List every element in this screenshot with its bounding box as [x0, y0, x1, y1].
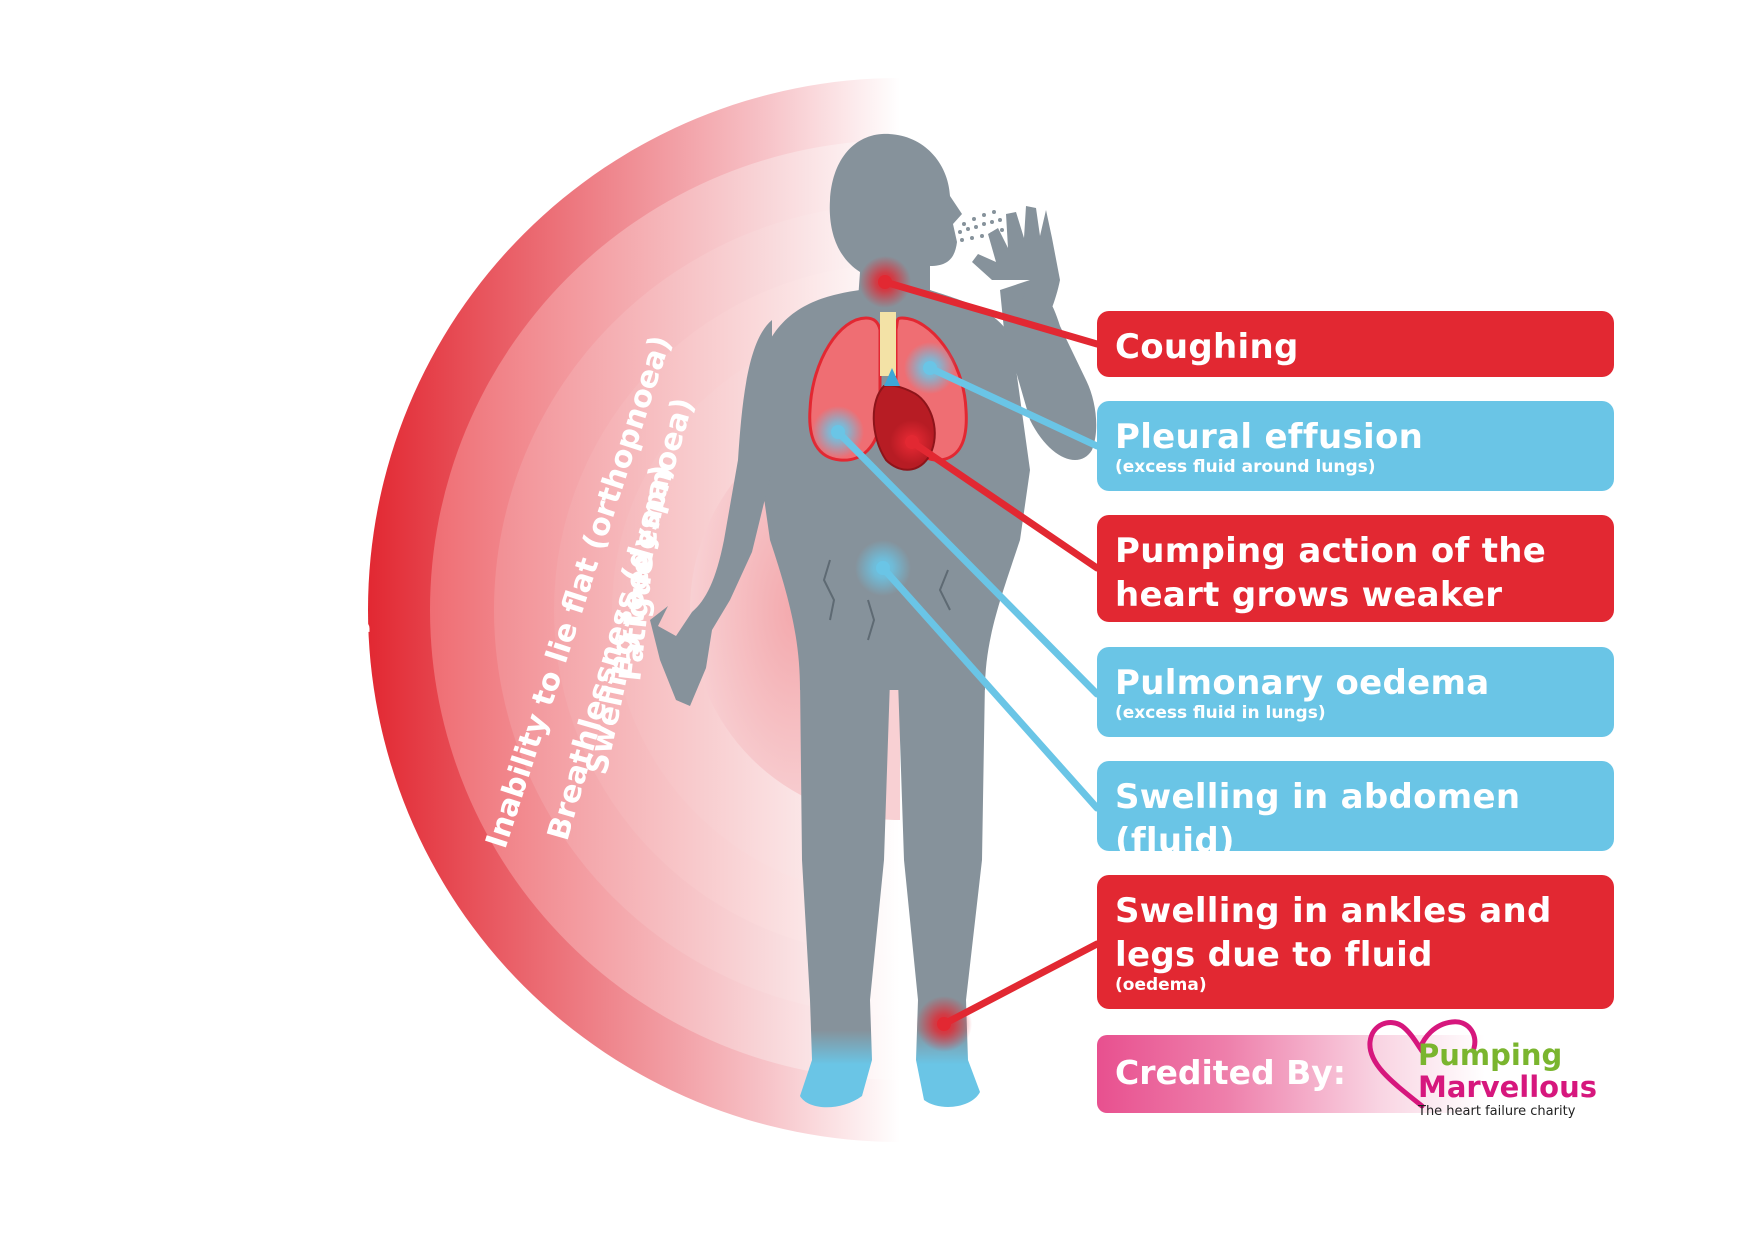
callout-subtitle: (excess fluid around lungs) [1115, 457, 1376, 477]
connector-pleural [926, 364, 1101, 450]
connector-lines [834, 278, 1101, 1028]
connector-abdomen [879, 564, 1101, 812]
hotspots [812, 256, 972, 1052]
pumping-marvellous-logo: Pumping Marvellous The heart failure cha… [1362, 1012, 1602, 1122]
callout-subtitle: (oedema) [1115, 975, 1207, 995]
callout-title: Pumping action of the heart grows weaker [1115, 531, 1547, 615]
connector-coughing [881, 278, 1101, 348]
callout-title: Pleural effusion [1115, 417, 1424, 457]
trachea [880, 312, 896, 376]
connector-pulmonary [834, 428, 1101, 698]
abdomen-veins [822, 559, 951, 641]
cough-droplets [958, 210, 1004, 242]
logo-word-marvellous: Marvellous [1418, 1070, 1598, 1104]
head [829, 133, 962, 300]
callout-heart-weaker: Pumping action of the heart grows weaker [1097, 515, 1614, 622]
credit-label: Credited By: [1115, 1053, 1346, 1092]
heart-vessel [884, 368, 900, 386]
raised-hand [972, 206, 1060, 332]
callout-title: Swelling in ankles and legs due to fluid [1115, 891, 1552, 975]
connector-heart [908, 438, 1101, 572]
callout-title: Pulmonary oedema [1115, 663, 1490, 703]
callout-abdomen-swelling: Swelling in abdomen (fluid) (ascites) [1097, 761, 1614, 881]
left-leg [800, 680, 890, 1108]
right-leg [898, 680, 985, 1107]
callout-ankle-swelling: Swelling in ankles and legs due to fluid… [1097, 875, 1614, 1009]
ring-label-main-symptoms: Main symptoms [331, 458, 371, 760]
callout-pleural-effusion: Pleural effusion (excess fluid around lu… [1097, 401, 1614, 491]
heart-outline-icon [1367, 1019, 1478, 1109]
callout-title: Swelling in abdomen (fluid) [1115, 777, 1521, 861]
callout-pulmonary-oedema: Pulmonary oedema (excess fluid in lungs) [1097, 647, 1614, 737]
left-arm [650, 320, 772, 706]
logo-word-pumping: Pumping [1418, 1038, 1563, 1072]
callout-subtitle: (excess fluid in lungs) [1115, 703, 1326, 723]
callout-coughing: Coughing [1097, 311, 1614, 377]
connector-ankles [940, 940, 1101, 1028]
logo-tagline: The heart failure charity [1418, 1104, 1576, 1119]
callout-title: Coughing [1115, 327, 1299, 367]
credit-banner: Credited By: [1097, 1035, 1614, 1113]
